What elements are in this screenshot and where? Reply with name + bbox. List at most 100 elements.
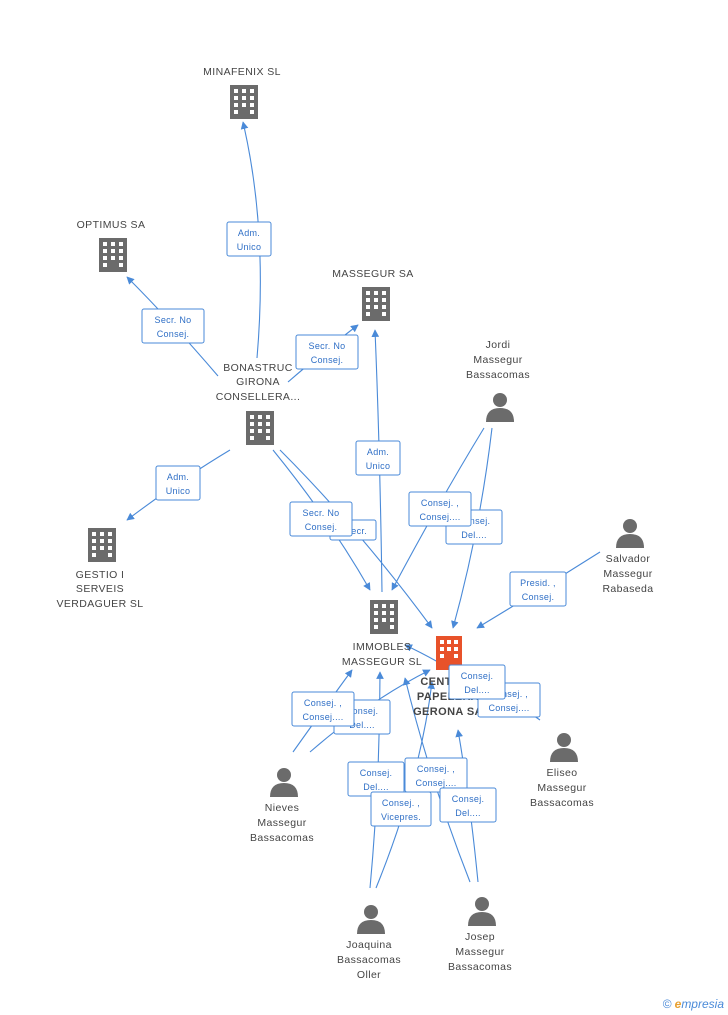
edge-label-text: Consej.... — [488, 703, 529, 713]
edge-label-joaquina-vicepres[interactable]: Consej. , Vicepres. — [370, 791, 432, 827]
edge-label-text: Del.... — [363, 782, 389, 792]
node-bonastruc[interactable]: BONASTRUC GIRONA CONSELLERA... — [216, 362, 301, 445]
edge-label-text: Secr. No — [309, 341, 346, 351]
edge-label-secr-bonastruc-immobles[interactable]: Secr. No Consej. — [289, 501, 353, 537]
edge-label-text: Del.... — [464, 685, 490, 695]
node-label: IMMOBLES — [353, 641, 412, 653]
node-nieves[interactable]: Nieves Massegur Bassacomas — [250, 768, 314, 844]
edge-label-text: Consej. — [157, 329, 190, 339]
copyright-icon: © — [662, 997, 672, 1011]
node-label: Joaquina — [346, 939, 392, 951]
node-joaquina[interactable]: Joaquina Bassacomas Oller — [337, 905, 401, 981]
edge-label-secr-massegur[interactable]: Secr. No Consej. — [295, 334, 359, 370]
edge-label-text: Unico — [237, 242, 262, 252]
edge-label-text: Adm. — [238, 228, 260, 238]
building-icon — [370, 600, 398, 634]
node-label: CONSELLERA... — [216, 391, 301, 403]
edge-label-text: Del.... — [461, 530, 487, 540]
node-label: Salvador — [606, 553, 651, 565]
edge-label-text: Unico — [166, 486, 191, 496]
node-label: MASSEGUR SA — [332, 268, 413, 280]
building-icon — [246, 411, 274, 445]
edge-label-text: Consej.... — [415, 778, 456, 788]
edge-label-text: Consej. — [458, 516, 491, 526]
node-label: Bassacomas — [250, 832, 314, 844]
edge-label-text: Consej. — [346, 706, 379, 716]
node-optimus[interactable]: OPTIMUS SA — [77, 219, 146, 272]
node-label: Rabaseda — [602, 583, 653, 595]
node-label: Oller — [357, 969, 381, 981]
edge-label-text: Vicepres. — [381, 812, 421, 822]
edge-label-text: Unico — [366, 461, 391, 471]
edge-label-text: Consej. , — [304, 698, 342, 708]
edge-label-josep-consej[interactable]: Consej. , Consej.... — [404, 757, 468, 793]
person-icon — [550, 733, 578, 762]
node-label: Massegur — [537, 782, 586, 794]
node-label: GESTIO I — [76, 569, 125, 581]
node-label: Massegur — [455, 946, 504, 958]
edge-label-nieves-consej[interactable]: Consej. , Consej.... — [291, 691, 355, 727]
node-minafenix[interactable]: MINAFENIX SL — [203, 66, 281, 119]
node-label: Bassacomas — [448, 961, 512, 973]
node-label: SERVEIS — [76, 583, 124, 595]
person-icon — [616, 519, 644, 548]
person-icon — [468, 897, 496, 926]
edge-label-text: Consej. — [305, 522, 338, 532]
edge-label-adm-gestio[interactable]: Adm. Unico — [155, 465, 201, 501]
node-label: Nieves — [265, 802, 300, 814]
edge-label-text: Consej. , — [421, 498, 459, 508]
node-label: BONASTRUC — [223, 362, 293, 374]
edge-label-adm-minafenix[interactable]: Adm. Unico — [226, 221, 272, 257]
edge-label-text: Secr. — [345, 526, 367, 536]
node-label: Eliseo — [547, 767, 578, 779]
node-massegur-sa[interactable]: MASSEGUR SA — [332, 268, 413, 321]
edge-label-jordi-consej[interactable]: Consej. , Consej.... — [408, 491, 472, 527]
node-label: Bassacomas — [337, 954, 401, 966]
node-label: Massegur — [257, 817, 306, 829]
edge-label-text: Consej. , — [417, 764, 455, 774]
edge-label-text: Del.... — [349, 720, 375, 730]
edge-label-text: Consej. — [311, 355, 344, 365]
node-label: VERDAGUER SL — [56, 598, 143, 610]
edge-label-text: Secr. No — [155, 315, 192, 325]
edge-label-josep-consej-del[interactable]: Consej. Del.... — [439, 787, 497, 823]
person-icon — [486, 393, 514, 422]
brand-name: mpresia — [681, 997, 724, 1011]
edge-label-central-consej-del[interactable]: Consej. Del.... — [448, 664, 506, 700]
node-salvador[interactable]: Salvador Massegur Rabaseda — [602, 519, 653, 595]
building-icon — [230, 85, 258, 119]
edge-label-joaquina-consej-del[interactable]: Consej. Del.... — [347, 761, 405, 797]
node-immobles[interactable]: IMMOBLES MASSEGUR SL — [342, 600, 422, 668]
node-label: Massegur — [603, 568, 652, 580]
node-jordi[interactable]: Jordi Massegur Bassacomas — [466, 339, 530, 422]
building-icon — [88, 528, 116, 562]
edge-label-text: Secr. No — [303, 508, 340, 518]
brand-initial: e — [674, 997, 682, 1011]
node-josep[interactable]: Josep Massegur Bassacomas — [448, 897, 512, 973]
node-label: Josep — [465, 931, 495, 943]
edge-label-text: Del.... — [455, 808, 481, 818]
edge-label-text: Presid. , — [520, 578, 556, 588]
edge-label-secr-optimus[interactable]: Secr. No Consej. — [141, 308, 205, 344]
building-icon-highlighted — [436, 636, 462, 670]
node-gestio[interactable]: GESTIO I SERVEIS VERDAGUER SL — [56, 528, 143, 610]
edge-label-salvador-presid[interactable]: Presid. , Consej. — [509, 571, 567, 607]
edge-label-adm-immobles[interactable]: Adm. Unico — [355, 440, 401, 476]
edge-label-text: Consej. — [452, 794, 485, 804]
node-label: GERONA SA — [413, 706, 483, 718]
edge-label-text: Consej. , — [382, 798, 420, 808]
node-label: Jordi — [486, 339, 511, 351]
person-icon — [357, 905, 385, 934]
building-icon — [99, 238, 127, 272]
node-label: MASSEGUR SL — [342, 656, 422, 668]
edge-label-text: Adm. — [167, 472, 189, 482]
building-icon — [362, 287, 390, 321]
edge-label-text: Consej. — [360, 768, 393, 778]
node-label: GIRONA — [236, 376, 280, 388]
edge-label-text: Consej.... — [302, 712, 343, 722]
node-eliseo[interactable]: Eliseo Massegur Bassacomas — [530, 733, 594, 809]
node-label: Bassacomas — [530, 797, 594, 809]
edge-label-text: Adm. — [367, 447, 389, 457]
empresia-logo[interactable]: ©empresia — [663, 997, 724, 1011]
